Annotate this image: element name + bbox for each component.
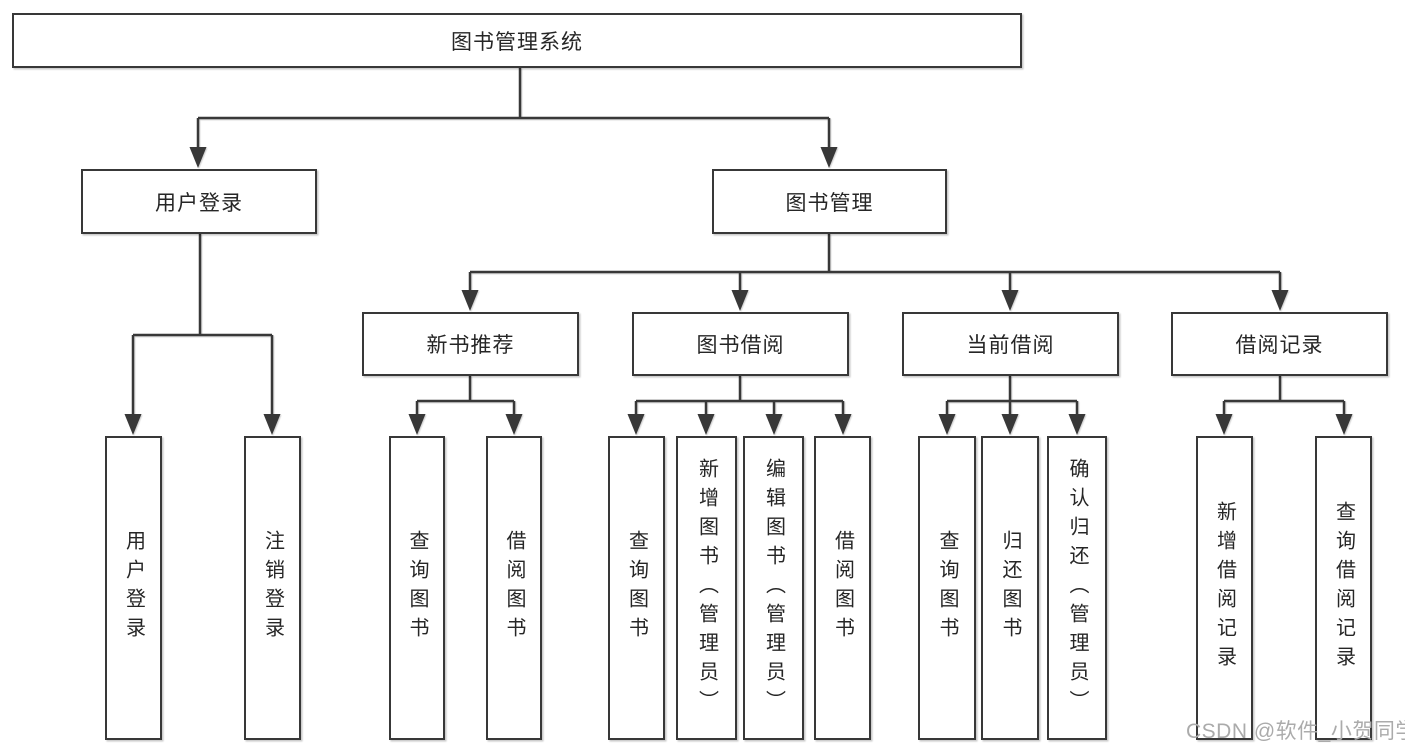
leaf-add-borrow-record-label: 新增借阅记录 (1213, 501, 1236, 675)
leaf-edit-book-admin: 编辑图书（管理员） (743, 436, 804, 740)
leaf-query-borrow-record-label: 查询借阅记录 (1332, 501, 1355, 675)
node-book-management: 图书管理 (712, 169, 947, 234)
leaf-query-book-recommend: 查询图书 (389, 436, 445, 740)
leaf-borrow-book-recommend: 借阅图书 (486, 436, 542, 740)
leaf-edit-book-admin-label: 编辑图书（管理员） (762, 457, 785, 719)
leaf-add-borrow-record: 新增借阅记录 (1196, 436, 1253, 740)
node-book-management-label: 图书管理 (785, 191, 874, 215)
leaf-return-book-label: 归还图书 (999, 530, 1021, 646)
leaf-confirm-return-admin-label: 确认归还（管理员） (1066, 457, 1088, 719)
leaf-query-book-current-label: 查询图书 (936, 530, 958, 646)
leaf-logout: 注销登录 (244, 436, 301, 740)
connector-lines (131, 68, 1346, 416)
node-new-book-recommend-label: 新书推荐 (426, 334, 515, 357)
leaf-borrow-book: 借阅图书 (814, 436, 871, 740)
node-current-borrow-label: 当前借阅 (966, 334, 1055, 357)
leaf-add-book-admin: 新增图书（管理员） (676, 436, 737, 740)
leaf-logout-label: 注销登录 (261, 530, 284, 646)
leaf-borrow-book-recommend-label: 借阅图书 (503, 530, 525, 646)
node-book-borrow: 图书借阅 (632, 312, 849, 376)
node-book-borrow-label: 图书借阅 (696, 334, 785, 357)
node-root-system-label: 图书管理系统 (451, 30, 583, 54)
leaf-return-book: 归还图书 (981, 436, 1039, 740)
node-borrow-record-label: 借阅记录 (1235, 334, 1324, 357)
csdn-watermark: CSDN @软件_小贺同学 (1186, 720, 1405, 743)
node-current-borrow: 当前借阅 (902, 312, 1119, 376)
leaf-confirm-return-admin: 确认归还（管理员） (1047, 436, 1107, 740)
leaf-borrow-book-label: 借阅图书 (831, 530, 854, 646)
node-user-login-label: 用户登录 (155, 191, 243, 215)
connector-arrowheads (124, 147, 1353, 435)
node-root-system: 图书管理系统 (12, 13, 1022, 68)
leaf-query-book-borrow: 查询图书 (608, 436, 665, 740)
leaf-add-book-admin-label: 新增图书（管理员） (695, 457, 718, 719)
leaf-user-login: 用户登录 (105, 436, 162, 740)
node-user-login: 用户登录 (81, 169, 317, 234)
leaf-query-book-current: 查询图书 (918, 436, 976, 740)
leaf-query-borrow-record: 查询借阅记录 (1315, 436, 1372, 740)
leaf-query-book-borrow-label: 查询图书 (625, 530, 648, 646)
leaf-query-book-recommend-label: 查询图书 (406, 530, 428, 646)
leaf-user-login-label: 用户登录 (122, 530, 145, 646)
node-borrow-record: 借阅记录 (1171, 312, 1388, 376)
node-new-book-recommend: 新书推荐 (362, 312, 579, 376)
